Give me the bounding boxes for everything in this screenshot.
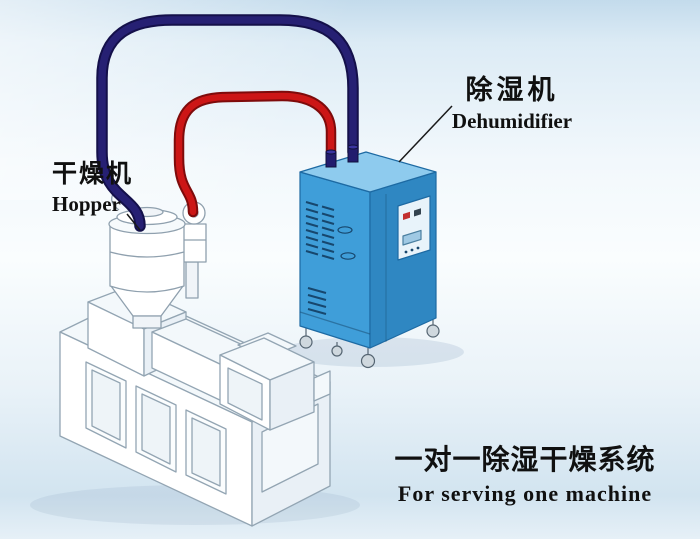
head-front-inner	[227, 367, 263, 421]
panel-button-dark	[414, 208, 421, 217]
hopper-band	[109, 251, 185, 258]
dehumidifier-pointer-line	[398, 105, 453, 163]
dehumidifier-label-cn: 除湿机	[465, 75, 559, 105]
front-bottom-seam	[299, 311, 371, 335]
dehumidifier-label-en: Dehumidifier	[451, 109, 573, 133]
hose-ports	[325, 144, 359, 168]
dryer-label-en: Hopper	[52, 192, 121, 216]
extruder-machine	[59, 285, 331, 527]
die-tip	[313, 370, 331, 402]
system-caption-en: For serving one machine	[397, 481, 653, 506]
system-caption-cn: 一对一除湿干燥系统	[394, 444, 656, 475]
dryer-label-cn: 干燥机	[52, 160, 134, 188]
machine-door-inner	[191, 417, 221, 487]
panel-display	[402, 229, 422, 246]
hose-port-top	[347, 144, 359, 150]
head-right	[269, 361, 315, 431]
hopper-neck	[132, 315, 162, 329]
hose-port-top	[325, 149, 337, 155]
dehumidifier-label: 除湿机 Dehumidifier	[446, 68, 578, 134]
panel-indicator	[416, 246, 420, 250]
dehumidifier-front-face	[299, 171, 371, 349]
panel-indicator	[410, 248, 414, 252]
caster-wheels	[299, 318, 440, 369]
machine-door-inner	[91, 369, 121, 441]
front-badge	[337, 226, 353, 234]
dehumidifier-unit	[299, 151, 440, 369]
hopper-body	[109, 223, 185, 293]
front-badge	[340, 252, 356, 260]
blower-down-duct	[185, 261, 199, 299]
front-vent-slots-lower	[307, 287, 327, 315]
machine-door-inner	[141, 393, 171, 465]
dryer-label: 干燥机 Hopper	[52, 154, 133, 217]
control-panel	[397, 195, 431, 261]
label-pointers	[126, 105, 453, 231]
pipe-navy	[98, 16, 357, 230]
pipe-red	[175, 92, 335, 216]
system-caption: 一对一除湿干燥系统 For serving one machine	[378, 438, 672, 507]
hopper-pointer-line	[126, 213, 141, 231]
panel-indicator	[404, 250, 408, 254]
panel-button-red	[403, 211, 410, 220]
front-vent-slots	[305, 201, 335, 260]
hose-pipes	[96, 14, 359, 232]
